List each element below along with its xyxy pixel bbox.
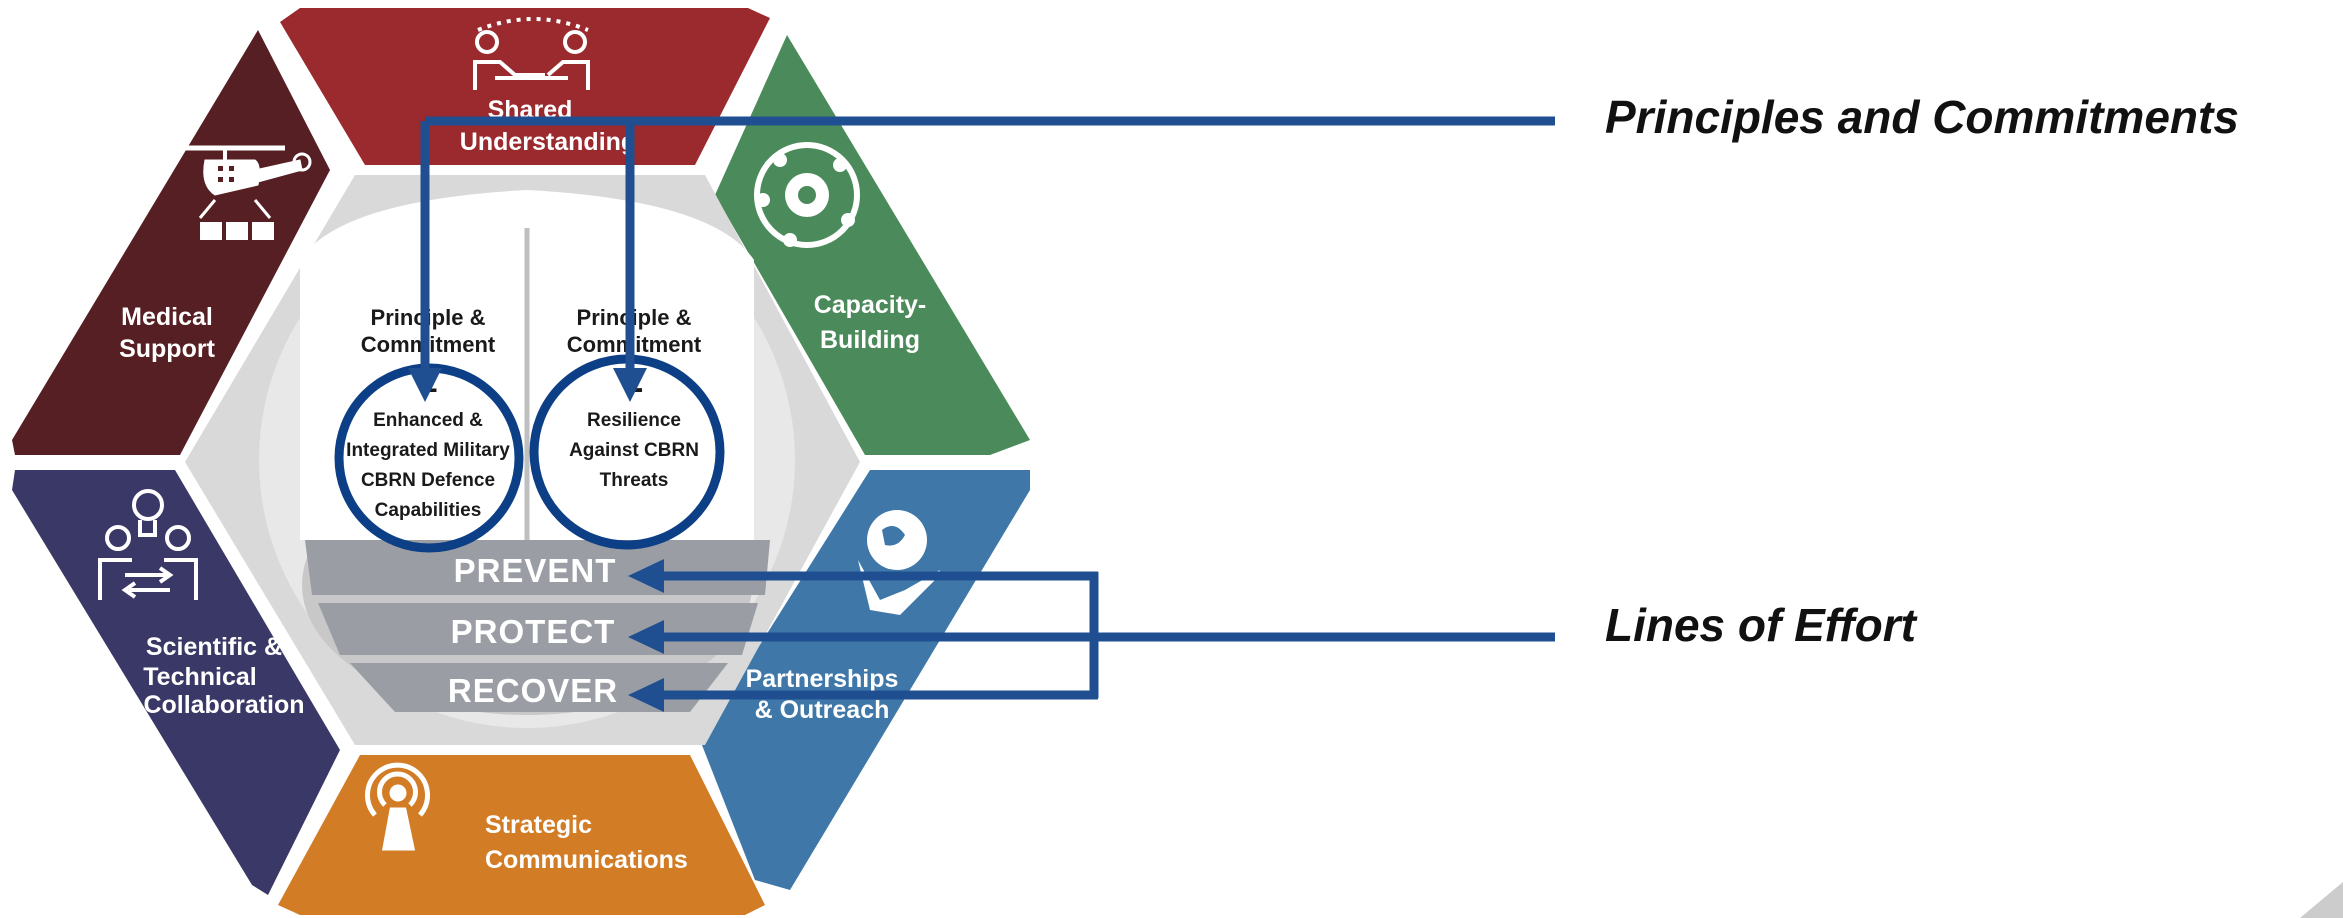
principle-1-body-line1: Enhanced & xyxy=(373,410,483,431)
loe-arrowhead-recover xyxy=(628,678,664,712)
segment-medical-support xyxy=(12,30,330,455)
medical-helicopter-icon xyxy=(175,145,312,240)
principles-connector xyxy=(420,116,1555,375)
loe-prevent-label: PREVENT xyxy=(454,552,617,589)
loe-protect-label: PROTECT xyxy=(451,613,616,650)
scientific-label-line3: Collaboration xyxy=(143,691,304,719)
principle-2-arrowhead xyxy=(613,368,647,402)
globe-hands-icon xyxy=(858,510,940,615)
principles-callout-label: Principles and Commitments xyxy=(1605,91,2239,143)
segment-capacity-building xyxy=(715,35,1030,455)
strategic-comms-label-line2: Communications xyxy=(485,846,688,874)
partnerships-label-line2: & Outreach xyxy=(755,696,890,724)
people-table-icon xyxy=(473,17,590,90)
capacity-building-label-line1: Capacity- xyxy=(814,291,927,319)
principle-2-body-line2: Against CBRN xyxy=(569,440,699,461)
principle-1-body-line3: CBRN Defence xyxy=(361,470,495,491)
loe-arrowhead-prevent xyxy=(628,559,664,593)
broadcast-tower-icon xyxy=(365,762,430,851)
loe-arrowhead-protect xyxy=(628,620,664,654)
principle-1-body-line4: Capabilities xyxy=(375,500,482,521)
loe-connector xyxy=(650,571,1555,700)
principle-2-body-line3: Threats xyxy=(600,470,669,491)
scientific-label-line1: Scientific & xyxy=(146,633,282,661)
principle-2-body-line1: Resilience xyxy=(587,410,681,431)
segment-labels: Shared Understanding Capacity- Building … xyxy=(119,96,926,874)
strategic-comms-label-line1: Strategic xyxy=(485,811,592,839)
lines-of-effort-callout-label: Lines of Effort xyxy=(1605,599,1916,651)
principle-1-arrowhead xyxy=(408,368,442,402)
loe-recover-label: RECOVER xyxy=(448,672,618,709)
capacity-building-label-line2: Building xyxy=(820,326,920,354)
scientific-label-line2: Technical xyxy=(143,663,256,691)
gear-network-icon xyxy=(754,142,860,248)
corner-mark xyxy=(2300,882,2343,918)
loe-band-recover xyxy=(350,663,728,712)
shared-understanding-label-line2: Understanding xyxy=(460,128,636,156)
segment-scientific-collaboration xyxy=(12,470,340,895)
collaboration-idea-icon xyxy=(98,489,198,600)
medical-label-line2: Support xyxy=(119,335,215,363)
lines-of-effort-bands: PREVENT PROTECT RECOVER xyxy=(305,540,770,712)
principle-1-body-line2: Integrated Military xyxy=(346,440,510,461)
partnerships-label-line1: Partnerships xyxy=(746,665,899,693)
segment-shared-understanding xyxy=(280,8,770,165)
medical-label-line1: Medical xyxy=(121,303,213,331)
